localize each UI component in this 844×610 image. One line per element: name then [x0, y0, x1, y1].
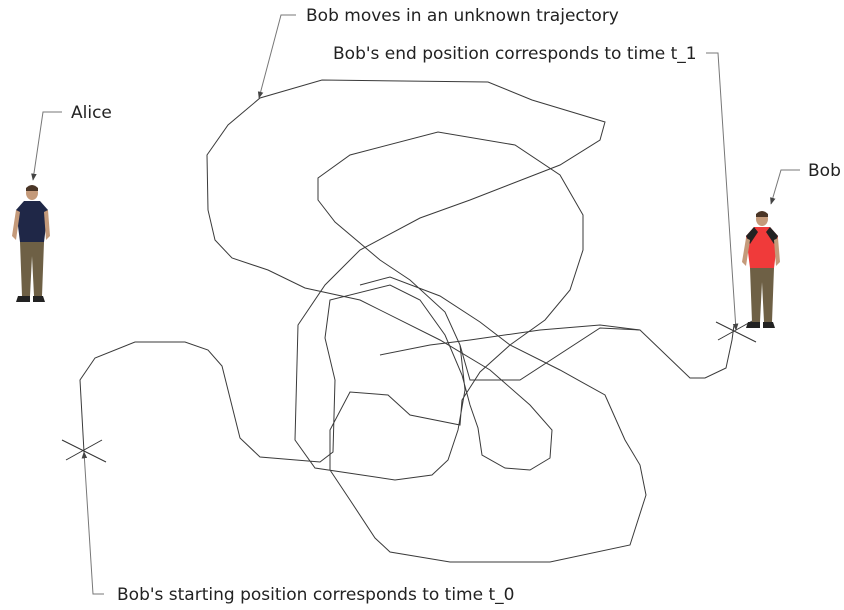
label-trajectory: Bob moves in an unknown trajectory	[306, 6, 619, 26]
leader-start-position	[81, 451, 104, 595]
label-start-position: Bob's starting position corresponds to t…	[117, 585, 514, 605]
label-alice: Alice	[71, 103, 112, 123]
trajectory-path-segment	[379, 324, 641, 356]
label-end-position: Bob's end position corresponds to time t…	[333, 44, 697, 64]
trajectory-path	[79, 79, 647, 563]
label-bob: Bob	[808, 161, 841, 181]
leader-alice	[31, 111, 62, 181]
trajectory-path-segment	[459, 324, 735, 381]
leader-end-position	[706, 52, 739, 331]
start-position-marker	[61, 439, 107, 463]
bob-figure	[742, 211, 780, 328]
alice-figure	[12, 185, 50, 302]
leader-trajectory	[257, 14, 296, 99]
leader-bob	[770, 169, 800, 205]
